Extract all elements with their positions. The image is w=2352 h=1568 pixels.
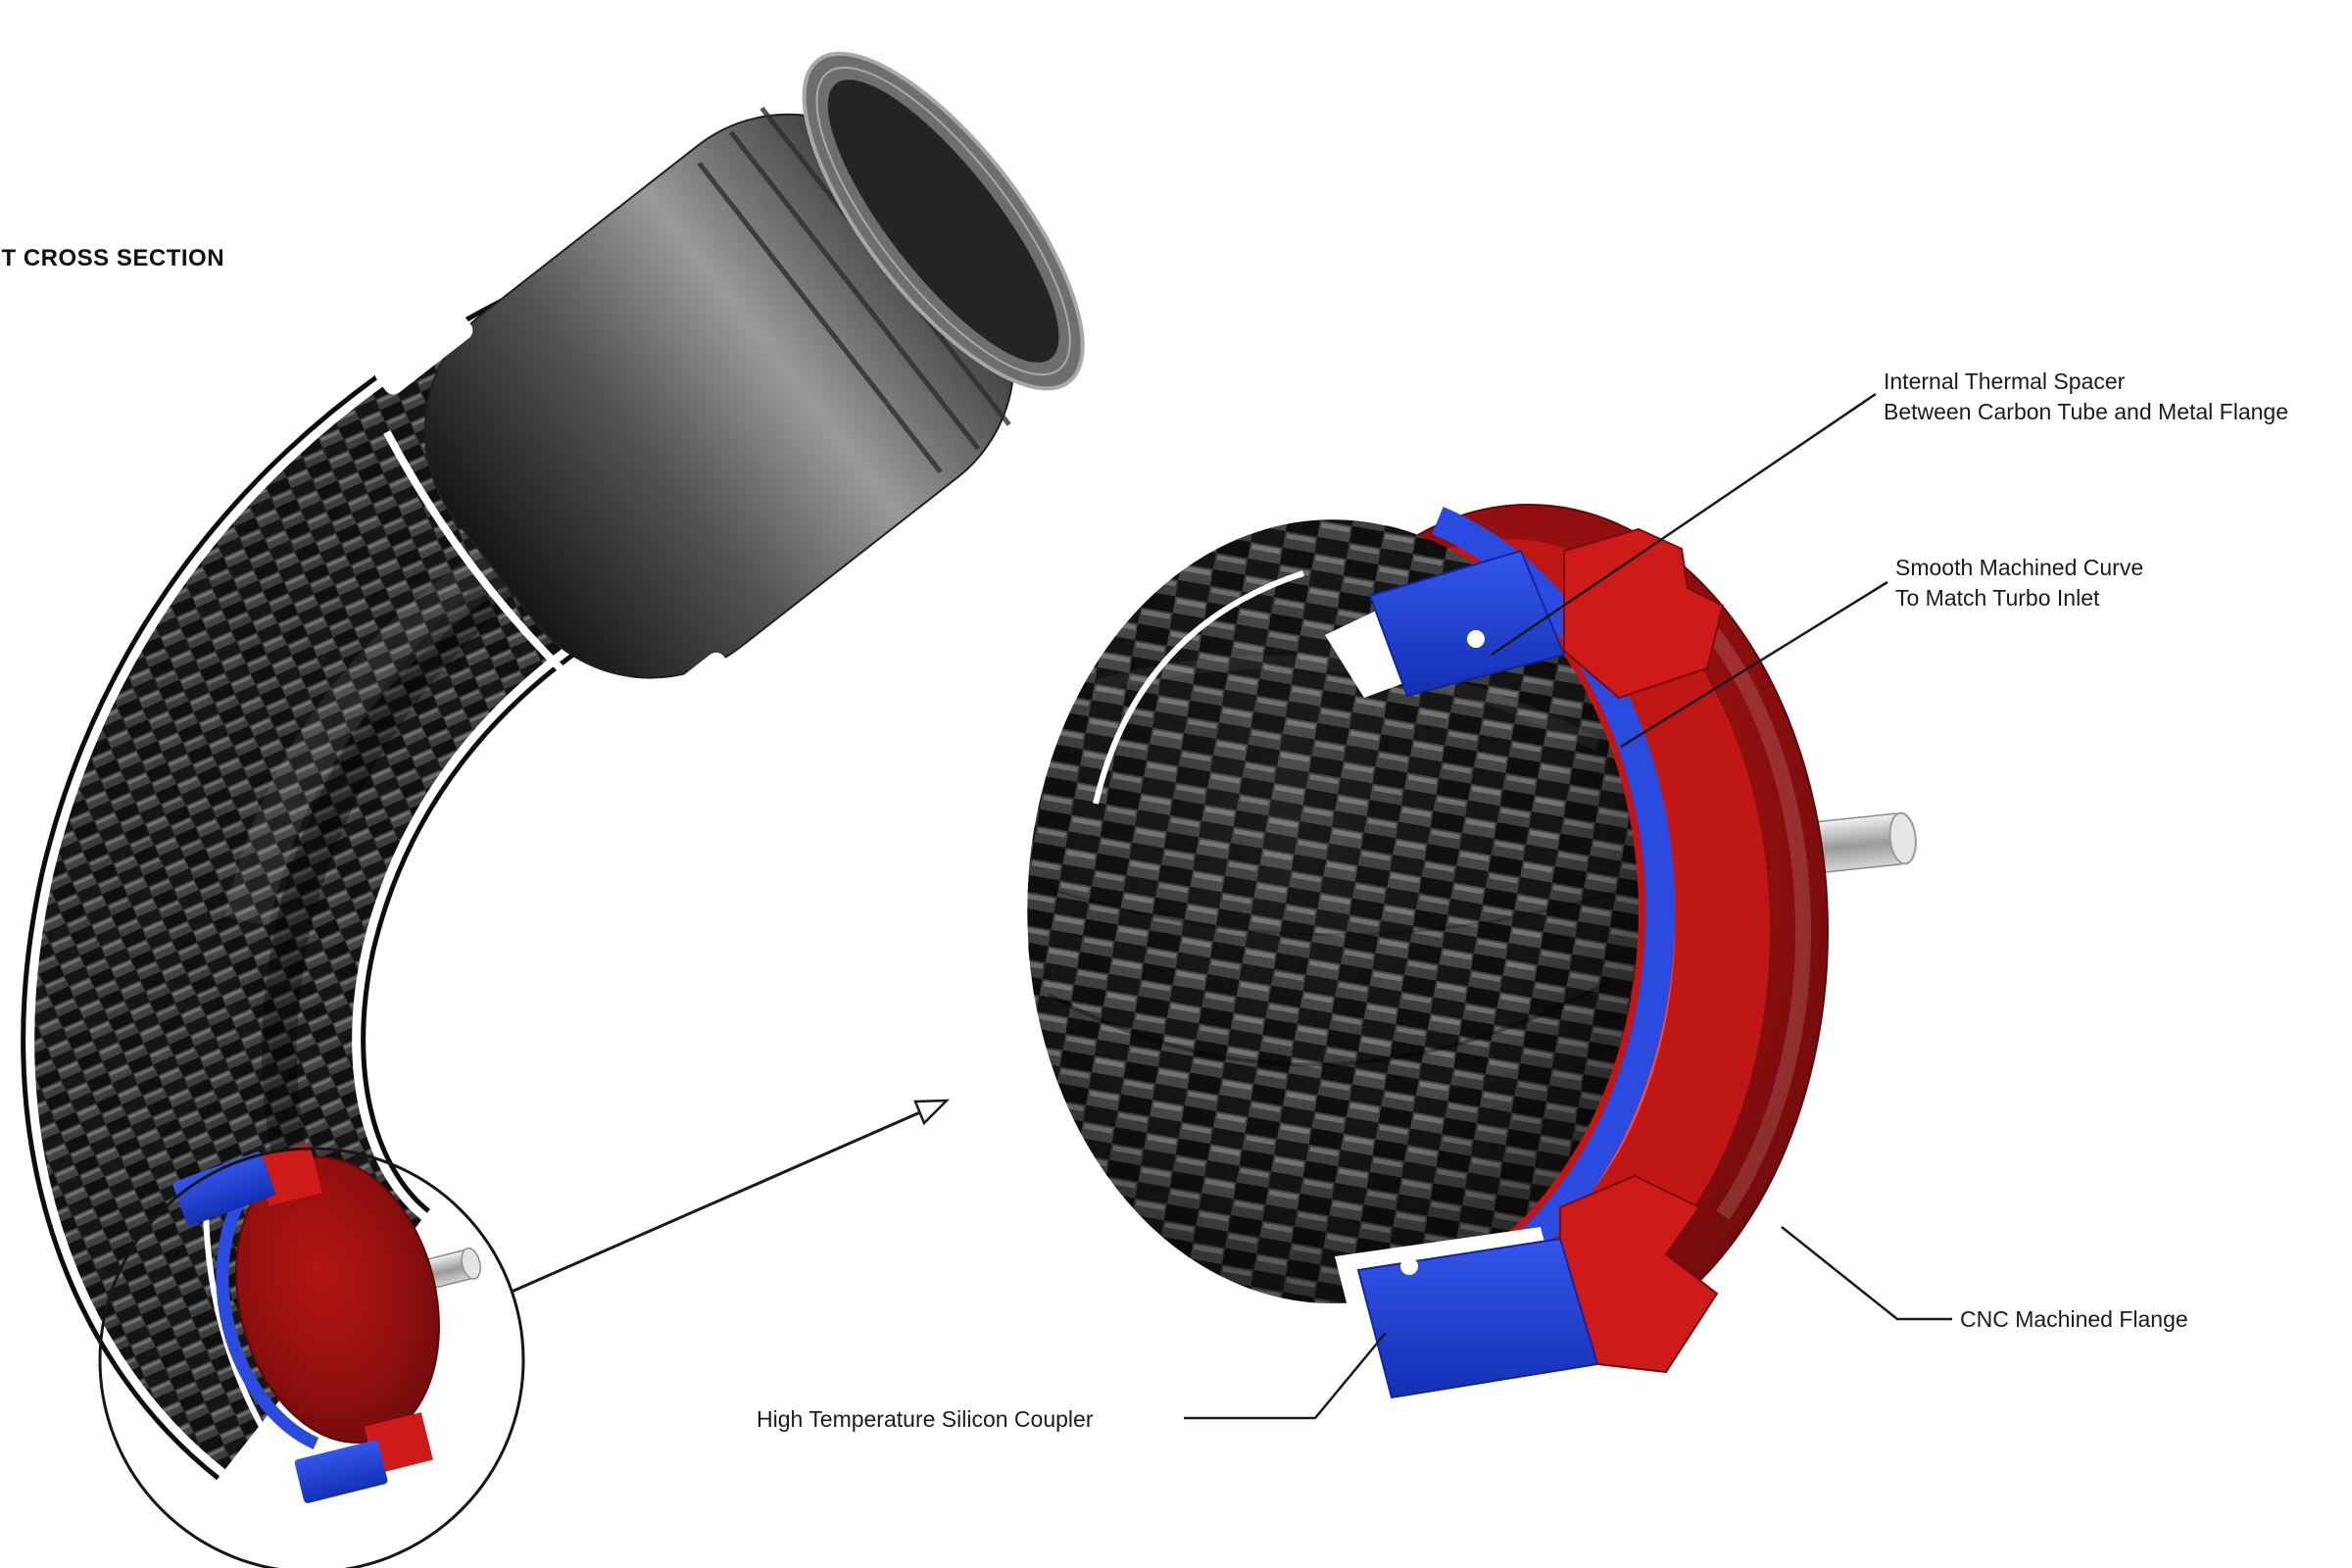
coupler-block-top-small <box>172 1152 275 1226</box>
coupler-blue-arc-small <box>216 1179 319 1450</box>
tube-flange-small <box>172 1143 481 1503</box>
annotation-silicon-coupler: High Temperature Silicon Coupler <box>757 1406 1094 1432</box>
silicon-coupler-bottom <box>1356 1237 1599 1399</box>
section-title: ET CROSS SECTION <box>0 245 225 271</box>
clamp-slit-top <box>374 310 473 395</box>
sleeve-opening-bore <box>827 79 1059 363</box>
callout-circle <box>98 1147 525 1568</box>
annotation-machined-curve: Smooth Machined Curve To Match Turbo Inl… <box>1895 553 2143 613</box>
leader-thermal-spacer <box>1491 392 1877 657</box>
callout-arrow-line <box>511 1110 921 1294</box>
annotation-cnc-flange: CNC Machined Flange <box>1960 1306 2188 1332</box>
rubber-sleeve-end <box>374 51 1085 744</box>
annotation-machined-curve-line1: Smooth Machined Curve <box>1895 555 2144 580</box>
thermal-spacer-top <box>1368 549 1566 698</box>
cut-edge-white <box>1018 511 1388 947</box>
leader-cnc-flange <box>1781 1226 1952 1321</box>
spacer-notch-top <box>1467 630 1485 648</box>
cut-edge-white-inner <box>1093 570 1304 805</box>
annotation-thermal-spacer-line1: Internal Thermal Spacer <box>1884 368 2126 394</box>
spacer-notch-bottom <box>1400 1257 1418 1275</box>
top-joint-section <box>1325 527 1725 700</box>
main-cross-section <box>21 51 1085 1503</box>
detail-view <box>1018 504 1917 1399</box>
clamp-slit-bottom <box>628 652 735 744</box>
callout <box>98 1099 951 1568</box>
annotation-thermal-spacer: Internal Thermal Spacer Between Carbon T… <box>1884 367 2288 427</box>
carbon-bowl <box>1027 519 1639 1303</box>
bottom-joint-section <box>1335 1174 1719 1399</box>
leader-lines <box>1184 392 1952 1420</box>
callout-arrowhead <box>913 1099 951 1126</box>
flange-step-top <box>1563 527 1725 700</box>
coupler-block-bottom-small <box>294 1440 388 1503</box>
leader-silicon-coupler <box>1184 1332 1387 1420</box>
annotation-machined-curve-line2: To Match Turbo Inlet <box>1895 585 2100 611</box>
annotation-thermal-spacer-line2: Between Carbon Tube and Metal Flange <box>1884 399 2288 424</box>
leader-machined-curve <box>1620 580 1888 749</box>
